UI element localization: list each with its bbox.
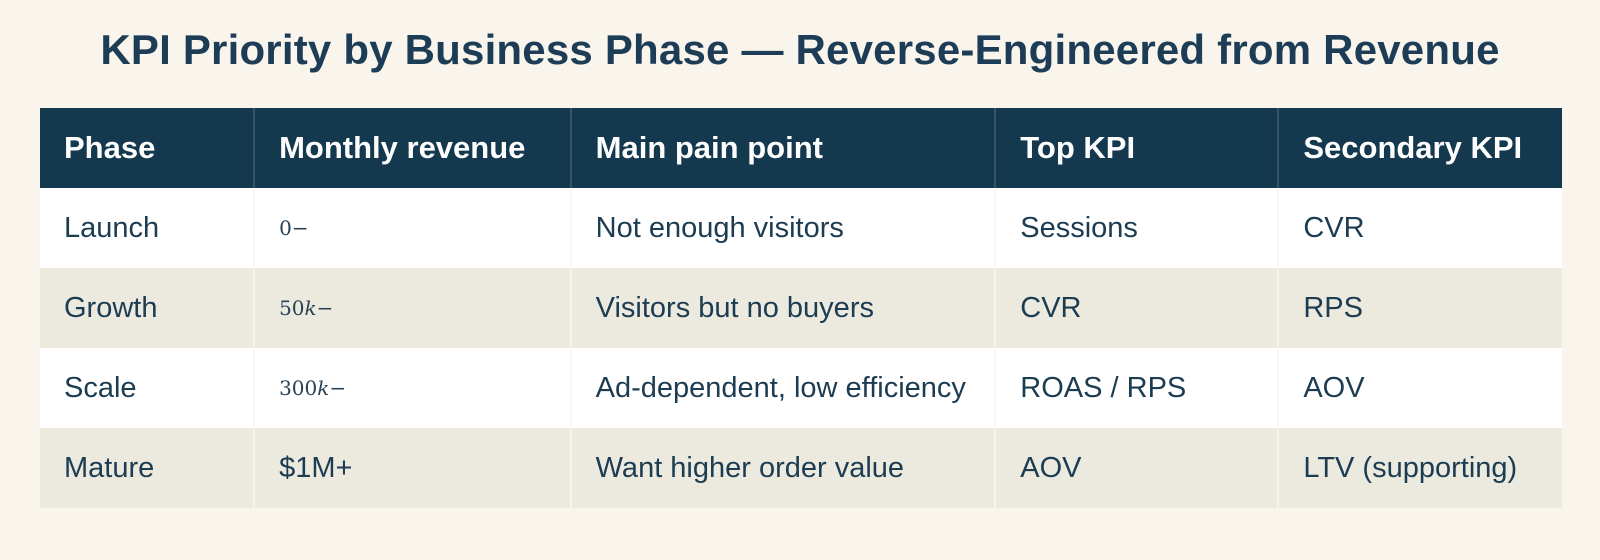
cell-secondary-kpi: LTV (supporting) <box>1277 428 1562 508</box>
cell-main-pain-point: Ad-dependent, low efficiency <box>569 348 995 428</box>
cell-secondary-kpi: CVR <box>1277 188 1562 268</box>
revenue-math-text: 0− <box>279 216 309 240</box>
cell-main-pain-point: Not enough visitors <box>569 188 995 268</box>
cell-monthly-revenue: 300k− <box>253 348 570 428</box>
cell-phase: Launch <box>64 211 160 244</box>
table-row-growth: Growth 50k− Visitors but no buyers CVR R… <box>40 268 1562 348</box>
cell-top-kpi: Sessions <box>994 188 1277 268</box>
revenue-math-text: 300k− <box>279 376 347 400</box>
cell-phase: Scale <box>64 371 137 404</box>
cell-monthly-revenue: 0− <box>253 188 570 268</box>
cell-main-pain-point: Visitors but no buyers <box>569 268 995 348</box>
cell-monthly-revenue: $1M+ <box>253 428 570 508</box>
cell-phase: Growth <box>64 291 158 324</box>
cell-top-kpi: AOV <box>994 428 1277 508</box>
table-row-scale: Scale 300k− Ad-dependent, low efficiency… <box>40 348 1562 428</box>
revenue-math-text: 50k− <box>279 296 334 320</box>
revenue-plain-text: $1M+ <box>279 451 353 484</box>
table-header-row: Phase Monthly revenue Main pain point To… <box>40 108 1562 188</box>
cell-secondary-kpi: RPS <box>1277 268 1562 348</box>
cell-top-kpi: CVR <box>994 268 1277 348</box>
cell-top-kpi: ROAS / RPS <box>994 348 1277 428</box>
cell-main-pain-point: Want higher order value <box>569 428 995 508</box>
column-header-top-kpi: Top KPI <box>994 108 1277 188</box>
page-title: KPI Priority by Business Phase — Reverse… <box>100 26 1500 73</box>
cell-monthly-revenue: 50k− <box>253 268 570 348</box>
cell-secondary-kpi: AOV <box>1277 348 1562 428</box>
column-header-main-pain-point: Main pain point <box>569 108 995 188</box>
column-header-monthly-revenue: Monthly revenue <box>253 108 570 188</box>
column-header-phase: Phase <box>64 130 156 165</box>
table-row-launch: Launch 0− Not enough visitors Sessions C… <box>40 188 1562 268</box>
kpi-table: Phase Monthly revenue Main pain point To… <box>40 108 1562 508</box>
column-header-secondary-kpi: Secondary KPI <box>1277 108 1562 188</box>
cell-phase: Mature <box>64 451 155 484</box>
table-row-mature: Mature $1M+ Want higher order value AOV … <box>40 428 1562 508</box>
